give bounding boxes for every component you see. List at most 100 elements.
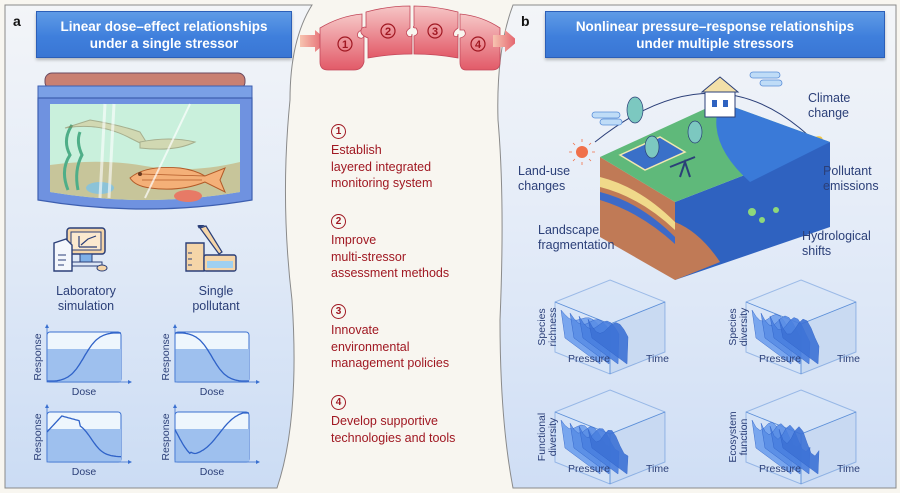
dose-response-plots: DoseResponseDoseResponseDoseResponseDose…	[32, 324, 260, 478]
response-surface	[560, 419, 629, 475]
response-curve	[47, 332, 121, 382]
step-text-line: technologies and tools	[331, 430, 456, 445]
puzzle-num-1: 1	[342, 39, 348, 51]
step-1-number: 1	[331, 124, 346, 139]
stressor-hydrological-shifts: Hydrological shifts	[802, 229, 871, 259]
stressor-climate-change: Climate change	[808, 91, 850, 121]
laboratory-computer-icon	[53, 227, 108, 272]
single-pollutant-label: Single pollutant	[176, 284, 256, 314]
cube-ylabel-line1: Species	[727, 308, 739, 345]
step-text-line: management policies	[331, 356, 450, 370]
panel-b-title-line2: under multiple stressors	[636, 35, 794, 51]
puzzle-pathway: 1 2 3 4	[300, 5, 515, 71]
label-line1: Pollutant	[823, 164, 872, 178]
step-3: 3 Innovate environmental management poli…	[331, 302, 449, 372]
plot-xlabel: Dose	[72, 466, 97, 478]
cube-ylabel-line2: richness	[547, 307, 559, 346]
seaweed	[63, 124, 74, 191]
panel-a-letter: a	[13, 13, 21, 29]
response-curve	[174, 412, 249, 455]
dose-response-plot: Dose Response	[160, 404, 260, 478]
step-3-number: 3	[331, 304, 346, 319]
plot-xlabel: Dose	[200, 466, 225, 478]
single-pollutant-icon	[185, 225, 237, 272]
panel-a-title-banner: Linear dose–effect relationships under a…	[36, 11, 292, 58]
panel-b-title-line1: Nonlinear pressure–response relationship…	[575, 18, 855, 34]
response-curve	[175, 332, 249, 382]
step-4: 4 Develop supportive technologies and to…	[331, 393, 455, 446]
stressor-pollutant-emissions: Pollutant emissions	[823, 164, 879, 194]
label-line2: shifts	[802, 244, 832, 258]
plot-lower-band	[175, 429, 249, 462]
label-line2: emissions	[823, 179, 879, 193]
label-line2: change	[808, 106, 850, 120]
cube-ylabel-line2: function	[738, 418, 750, 455]
trees	[626, 96, 703, 159]
label-line2: changes	[518, 179, 566, 193]
step-text-line: Develop supportive	[331, 414, 439, 428]
cube-ylabel-line2: diversity	[738, 307, 750, 346]
cloud-icon	[591, 71, 783, 126]
plot-axes	[174, 405, 259, 463]
arrow-out	[493, 30, 515, 52]
sun-icon	[576, 146, 588, 158]
cube-xlabel: Pressure	[568, 353, 610, 365]
plot-ylabel: Response	[32, 413, 44, 460]
plot-ylabel: Response	[160, 333, 172, 380]
cube-zlabel: Time	[646, 353, 669, 365]
response-surface	[560, 309, 629, 365]
puzzle-num-3: 3	[432, 26, 438, 38]
label-line2: pollutant	[192, 299, 240, 313]
step-text-line: environmental	[331, 339, 410, 354]
step-text-line: assessment methods	[331, 266, 450, 280]
panel-b-title-banner: Nonlinear pressure–response relationship…	[545, 11, 885, 58]
label-line1: Climate	[808, 91, 851, 105]
step-text-line: Improve	[331, 233, 377, 247]
step-2-number: 2	[331, 214, 346, 229]
label-line1: Land-use	[518, 164, 571, 178]
oil-pump-icon	[669, 156, 696, 178]
response-surface	[751, 419, 820, 475]
step-text-line: Establish	[331, 143, 382, 157]
laboratory-simulation-label: Laboratory simulation	[46, 284, 126, 314]
plot-ylabel: Response	[160, 413, 172, 460]
cube-ylabel-line2: diversity	[547, 417, 559, 456]
stressor-landscape-fragmentation: Landscape fragmentation	[538, 223, 614, 253]
puzzle-piece-2	[360, 5, 413, 59]
puzzle-num-4: 4	[475, 39, 482, 51]
dose-response-plot: Dose Response	[160, 324, 260, 398]
water-top	[716, 102, 830, 182]
step-2: 2 Improve multi-stressor assessment meth…	[331, 212, 449, 282]
ecosystem-block-illustration	[569, 71, 830, 280]
puzzle-num-2: 2	[385, 26, 391, 38]
panel-b-letter: b	[521, 13, 530, 29]
label-line1: Laboratory	[56, 284, 116, 298]
step-4-number: 4	[331, 395, 346, 410]
cube-xlabel: Pressure	[759, 463, 801, 475]
lily-pads	[748, 207, 779, 223]
stressor-land-use-changes: Land-use changes	[518, 164, 570, 194]
puzzle-piece-4	[459, 13, 501, 71]
plot-xlabel: Dose	[72, 386, 97, 398]
step-text-line: monitoring system	[331, 176, 433, 190]
step-text-line: layered integrated	[331, 159, 432, 174]
sun-rays	[569, 139, 595, 165]
aquarium-illustration	[37, 72, 253, 210]
plot-xlabel: Dose	[200, 386, 225, 398]
cube-xlabel: Pressure	[568, 463, 610, 475]
plot-axes	[174, 325, 259, 383]
plot-axes	[46, 405, 131, 463]
cube-ylabel-line1: Functional	[536, 413, 548, 461]
label-line2: fragmentation	[538, 238, 615, 252]
zebrafish	[129, 167, 226, 194]
dose-response-plot: Dose Response	[32, 404, 132, 478]
response-curve	[46, 415, 122, 458]
rock-red	[174, 190, 202, 202]
